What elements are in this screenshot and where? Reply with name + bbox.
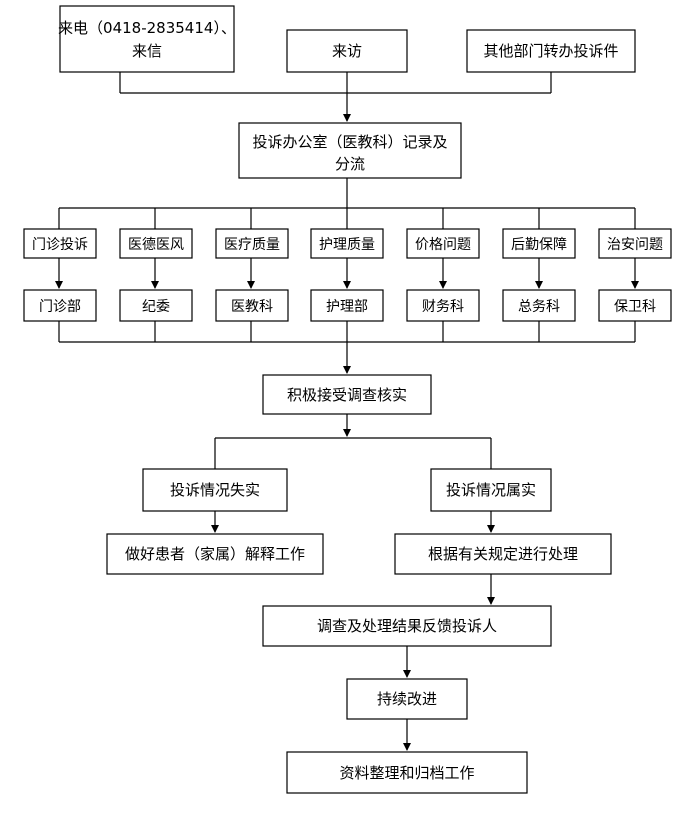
category-label: 医德医风 — [128, 237, 184, 253]
office-node: 投诉办公室（医教科）记录及 分流 — [238, 122, 462, 179]
category-node: 后勤保障 — [502, 228, 576, 259]
department-node: 纪委 — [119, 289, 193, 322]
department-label: 纪委 — [142, 299, 170, 315]
source-phone-label-1: 来电（0418-2835414）、 — [58, 19, 236, 37]
archive-label: 资料整理和归档工作 — [339, 764, 474, 782]
category-label: 门诊投诉 — [32, 237, 88, 253]
department-label: 护理部 — [326, 299, 368, 315]
category-node: 治安问题 — [598, 228, 672, 259]
source-visit-node: 来访 — [286, 29, 408, 73]
source-transfer-label: 其他部门转办投诉件 — [483, 42, 618, 60]
not-true-label: 投诉情况失实 — [170, 481, 260, 499]
department-node: 保卫科 — [598, 289, 672, 322]
category-node: 价格问题 — [406, 228, 480, 259]
source-phone-label-2: 来信 — [132, 42, 162, 60]
department-label: 保卫科 — [614, 299, 656, 315]
source-transfer-node: 其他部门转办投诉件 — [466, 29, 636, 73]
category-node: 护理质量 — [310, 228, 384, 259]
department-node: 门诊部 — [23, 289, 97, 322]
category-label: 治安问题 — [607, 237, 663, 253]
explain-label: 做好患者（家属）解释工作 — [125, 545, 305, 563]
category-node: 医疗质量 — [215, 228, 289, 259]
investigate-node: 积极接受调查核实 — [262, 374, 432, 415]
category-node: 门诊投诉 — [23, 228, 97, 259]
category-node: 医德医风 — [119, 228, 193, 259]
department-label: 门诊部 — [39, 299, 81, 315]
is-true-node: 投诉情况属实 — [430, 468, 552, 512]
department-node: 总务科 — [502, 289, 576, 322]
feedback-node: 调查及处理结果反馈投诉人 — [262, 605, 552, 647]
archive-node: 资料整理和归档工作 — [286, 751, 528, 794]
department-node: 医教科 — [215, 289, 289, 322]
department-label: 总务科 — [518, 299, 560, 315]
is-true-label: 投诉情况属实 — [446, 481, 536, 499]
not-true-node: 投诉情况失实 — [142, 468, 288, 512]
department-label: 医教科 — [231, 299, 273, 315]
category-label: 价格问题 — [415, 237, 471, 253]
office-label-1: 投诉办公室（医教科）记录及 — [252, 133, 447, 151]
improve-node: 持续改进 — [346, 678, 468, 720]
investigate-label: 积极接受调查核实 — [287, 386, 407, 404]
department-node: 财务科 — [406, 289, 480, 322]
office-label-2: 分流 — [335, 155, 365, 173]
improve-label: 持续改进 — [377, 690, 437, 708]
feedback-label: 调查及处理结果反馈投诉人 — [317, 617, 497, 635]
category-label: 医疗质量 — [224, 237, 280, 253]
category-label: 后勤保障 — [511, 237, 567, 253]
department-node: 护理部 — [310, 289, 384, 322]
category-label: 护理质量 — [319, 237, 375, 253]
explain-node: 做好患者（家属）解释工作 — [106, 533, 324, 575]
source-phone-node: 来电（0418-2835414）、 来信 — [58, 5, 236, 73]
handle-node: 根据有关规定进行处理 — [394, 533, 612, 575]
connectors — [55, 72, 639, 751]
source-visit-label: 来访 — [332, 42, 362, 60]
department-label: 财务科 — [422, 299, 464, 315]
handle-label: 根据有关规定进行处理 — [428, 545, 578, 563]
